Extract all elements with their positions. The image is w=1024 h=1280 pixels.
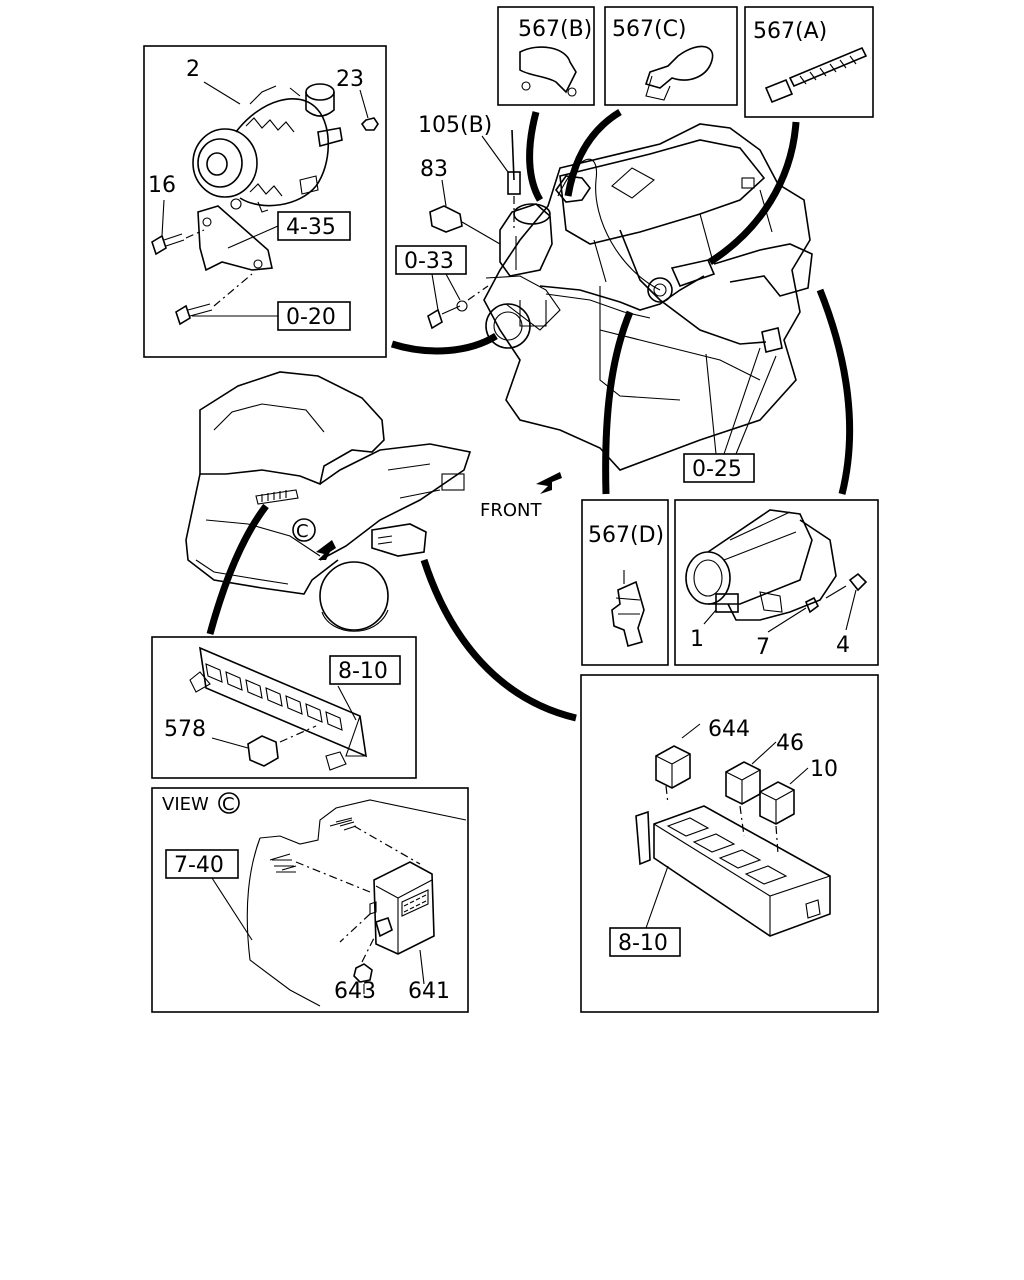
callout-83: 83 — [420, 157, 448, 182]
view-label: VIEW — [162, 794, 209, 815]
callout-644: 644 — [708, 717, 750, 742]
callout-7: 7 — [756, 635, 770, 660]
clip-567a-panel: 567(A) — [744, 6, 874, 118]
alternator-illustration — [192, 83, 343, 213]
truck-view-marker: C — [296, 521, 309, 542]
starter-illustration — [685, 509, 868, 621]
relay-bracket-panel: 8-10 578 — [151, 636, 417, 779]
cable-tie-icon — [788, 46, 868, 88]
ref-0-25: 0-25 — [692, 457, 742, 482]
front-arrow-icon — [536, 472, 562, 494]
view-c-panel: VIEW C 7-40 643 641 — [151, 787, 469, 1013]
nut-icon — [360, 117, 379, 131]
callout-16: 16 — [148, 173, 176, 198]
clip-icon — [611, 580, 645, 647]
relay-holder-illustration — [189, 646, 368, 771]
engine-illustration — [483, 123, 813, 471]
view-marker: C — [222, 794, 235, 815]
bolt-icon — [151, 234, 167, 256]
clip-567b-panel: 567(B) — [497, 6, 595, 106]
ref-0-25-group: 0-25 — [683, 347, 777, 483]
callout-46: 46 — [776, 731, 804, 756]
mounting-panel-illustration — [246, 799, 467, 1007]
nut-icon — [353, 963, 373, 983]
ref-0-33: 0-33 — [404, 249, 454, 274]
relay-box-illustration — [635, 805, 831, 937]
alternator-panel: 2 23 16 4-35 0-20 — [143, 45, 387, 358]
callout-641: 641 — [408, 979, 450, 1004]
callout-1: 1 — [690, 627, 704, 652]
arrow-icon — [316, 540, 336, 560]
callout-567a: 567(A) — [753, 19, 827, 44]
bracket-icon — [197, 205, 273, 272]
callout-578: 578 — [164, 717, 206, 742]
callout-567b: 567(B) — [518, 17, 592, 42]
callout-4: 4 — [836, 633, 850, 658]
reference-arcs — [206, 108, 854, 722]
starter-panel: 1 7 4 — [674, 499, 879, 666]
front-indicator: FRONT — [480, 472, 562, 521]
callout-643: 643 — [334, 979, 376, 1004]
sensor-105b: 105(B) — [418, 113, 521, 228]
clip-567d-panel: 567(D) — [581, 499, 669, 666]
relay-box-panel: 644 46 10 8-10 — [580, 674, 879, 1013]
callout-567c: 567(C) — [612, 17, 687, 42]
bolt-0-33: 0-33 — [395, 245, 489, 330]
truck-cab-illustration: C — [185, 371, 472, 632]
ref-4-35: 4-35 — [286, 215, 336, 240]
relay-icon — [247, 735, 279, 767]
callout-10: 10 — [810, 757, 838, 782]
control-unit-641 — [369, 861, 435, 955]
ref-8-10-bottom: 8-10 — [618, 931, 668, 956]
callout-23: 23 — [336, 67, 364, 92]
sensor-83: 83 — [420, 157, 501, 245]
front-label: FRONT — [480, 500, 542, 521]
ref-0-20: 0-20 — [286, 305, 336, 330]
clip-icon — [644, 45, 714, 89]
clip-567c-panel: 567(C) — [604, 6, 738, 106]
callout-567d: 567(D) — [588, 523, 664, 548]
callout-2: 2 — [186, 57, 200, 82]
relay-10 — [759, 767, 809, 855]
callout-105b: 105(B) — [418, 113, 492, 138]
relay-644 — [655, 723, 701, 805]
clip-icon — [519, 46, 577, 94]
ref-7-40: 7-40 — [174, 853, 224, 878]
ref-8-10-top: 8-10 — [338, 659, 388, 684]
